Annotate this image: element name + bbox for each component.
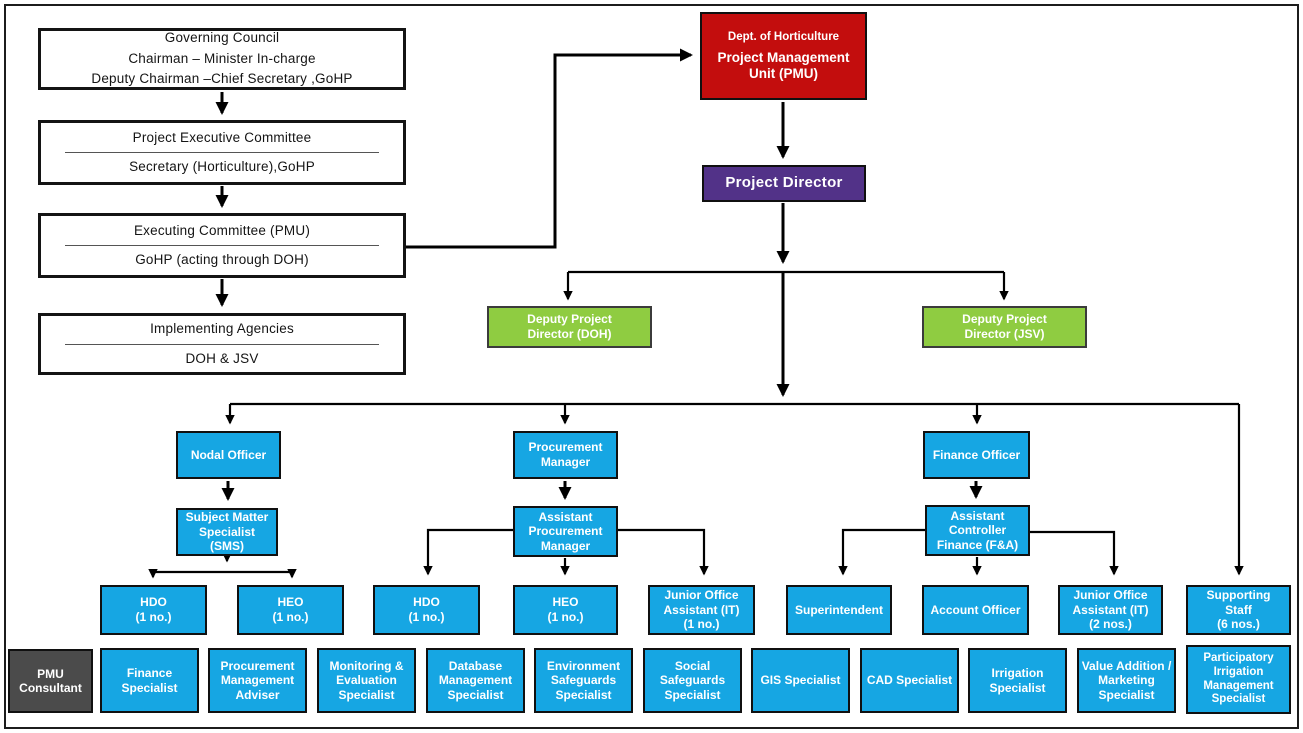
node-pmu-consultant: PMU Consultant <box>8 649 93 713</box>
outer-frame <box>4 4 1299 729</box>
node-subject-matter-specialist: Subject Matter Specialist (SMS) <box>176 508 278 556</box>
executing-committee-subtitle: GoHP (acting through DOH) <box>135 252 309 267</box>
node-deputy-project-director-doh: Deputy Project Director (DOH) <box>487 306 652 348</box>
node-assistant-controller-finance: Assistant Controller Finance (F&A) <box>925 505 1030 556</box>
node-monitoring-evaluation-specialist: Monitoring & Evaluation Specialist <box>317 648 416 713</box>
node-cad-specialist: CAD Specialist <box>860 648 959 713</box>
node-project-director: Project Director <box>702 165 866 202</box>
node-junior-office-assistant-it-1: Junior Office Assistant (IT) (1 no.) <box>648 585 755 635</box>
node-nodal-officer: Nodal Officer <box>176 431 281 479</box>
node-environment-safeguards-specialist: Environment Safeguards Specialist <box>534 648 633 713</box>
node-irrigation-specialist: Irrigation Specialist <box>968 648 1067 713</box>
node-project-executive-committee: Project Executive Committee Secretary (H… <box>38 120 406 185</box>
node-finance-officer: Finance Officer <box>923 431 1030 479</box>
node-deputy-project-director-jsv: Deputy Project Director (JSV) <box>922 306 1087 348</box>
pmu-dept-label: Dept. of Horticulture <box>727 30 840 43</box>
node-governing-council: Governing Council Chairman – Minister In… <box>38 28 406 90</box>
node-implementing-agencies: Implementing Agencies DOH & JSV <box>38 313 406 375</box>
governing-council-line2: Chairman – Minister In-charge <box>128 50 316 66</box>
executing-committee-title: Executing Committee (PMU) <box>133 222 311 238</box>
node-superintendent: Superintendent <box>786 585 892 635</box>
node-finance-specialist: Finance Specialist <box>100 648 199 713</box>
project-executive-committee-subtitle: Secretary (Horticulture),GoHP <box>129 159 315 174</box>
implementing-agencies-subtitle: DOH & JSV <box>185 350 259 366</box>
node-hdo-1: HDO (1 no.) <box>100 585 207 635</box>
node-supporting-staff: Supporting Staff (6 nos.) <box>1186 585 1291 635</box>
node-hdo-2: HDO (1 no.) <box>373 585 480 635</box>
node-procurement-management-adviser: Procurement Management Adviser <box>208 648 307 713</box>
node-heo-1: HEO (1 no.) <box>237 585 344 635</box>
node-social-safeguards-specialist: Social Safeguards Specialist <box>643 648 742 713</box>
governing-council-line1: Governing Council <box>164 29 280 45</box>
divider <box>64 245 380 246</box>
node-gis-specialist: GIS Specialist <box>751 648 850 713</box>
node-procurement-manager: Procurement Manager <box>513 431 618 479</box>
node-database-management-specialist: Database Management Specialist <box>426 648 525 713</box>
node-junior-office-assistant-it-2: Junior Office Assistant (IT) (2 nos.) <box>1058 585 1163 635</box>
node-account-officer: Account Officer <box>922 585 1029 635</box>
node-assistant-procurement-manager: Assistant Procurement Manager <box>513 506 618 557</box>
pmu-unit-label: Project Management Unit (PMU) <box>717 49 850 81</box>
node-pmu: Dept. of Horticulture Project Management… <box>700 12 867 100</box>
node-value-addition-marketing-specialist: Value Addition / Marketing Specialist <box>1077 648 1176 713</box>
node-executing-committee: Executing Committee (PMU) GoHP (acting t… <box>38 213 406 278</box>
node-participatory-irrigation-management-specialist: Participatory Irrigation Management Spec… <box>1186 645 1291 714</box>
divider <box>64 343 380 345</box>
divider <box>64 152 380 153</box>
project-director-label: Project Director <box>725 174 843 192</box>
implementing-agencies-title: Implementing Agencies <box>150 321 294 337</box>
project-executive-committee-title: Project Executive Committee <box>132 129 312 145</box>
node-heo-2: HEO (1 no.) <box>513 585 618 635</box>
governing-council-line3: Deputy Chairman –Chief Secretary ,GoHP <box>91 71 353 87</box>
